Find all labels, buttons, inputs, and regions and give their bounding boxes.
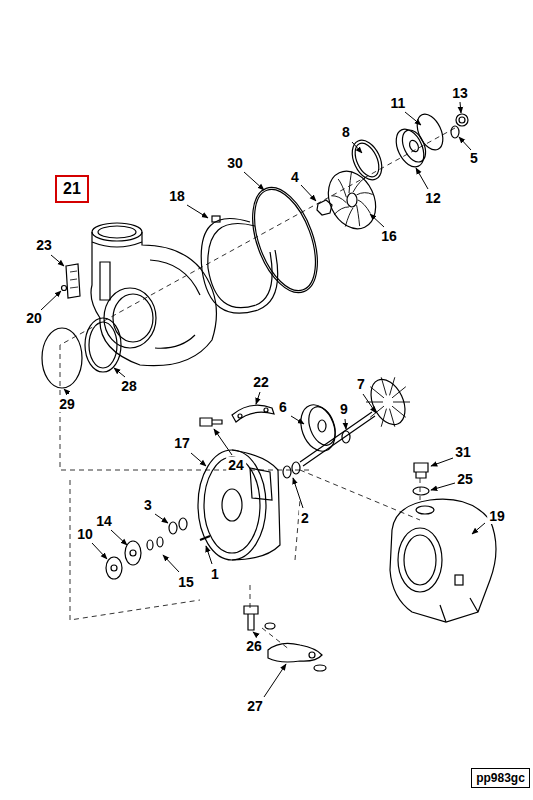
callout-number: 8	[340, 124, 352, 140]
pin	[200, 536, 210, 540]
callout-number: 1	[209, 566, 221, 582]
leader-line	[92, 543, 107, 559]
callout-number: 18	[167, 188, 187, 204]
turbine-housing	[390, 499, 496, 622]
leader-line	[155, 514, 168, 523]
o-ring	[412, 110, 448, 154]
highlighted-callout: 21	[55, 175, 89, 203]
compressor-wheel	[319, 164, 384, 237]
leader-line	[431, 458, 453, 466]
leader-line	[370, 214, 384, 227]
leader-line	[114, 368, 125, 377]
leader-lines	[41, 102, 485, 697]
journal-bearing	[283, 466, 291, 478]
callout-number: 7	[355, 376, 367, 392]
leader-line	[405, 112, 421, 125]
assembly-axis	[60, 128, 455, 650]
node-text: 21	[63, 181, 81, 197]
thrust-collar	[295, 400, 341, 456]
callout-number: 16	[379, 228, 399, 244]
leader-line	[293, 478, 303, 508]
callout-number: 19	[487, 508, 507, 524]
lock-plate	[232, 405, 274, 422]
name-plate	[66, 264, 80, 298]
leader-line	[301, 185, 316, 201]
callout-number: 15	[176, 574, 196, 590]
leader-line	[431, 483, 455, 490]
thrust-bearing	[125, 541, 141, 565]
plug	[414, 463, 428, 478]
leader-line	[214, 429, 232, 455]
leader-line	[111, 530, 127, 545]
screw	[200, 418, 222, 426]
node-text: pp983gc	[476, 772, 525, 784]
callout-number: 11	[389, 95, 408, 111]
ring	[85, 318, 121, 372]
figure-code-box: pp983gc	[471, 768, 530, 788]
callout-number: 5	[468, 150, 480, 166]
bearing-housing	[198, 450, 280, 560]
banjo-fitting	[268, 643, 322, 662]
leader-line	[472, 523, 485, 534]
callout-number: 10	[75, 526, 95, 542]
callout-number: 12	[423, 190, 443, 206]
leader-line	[191, 453, 206, 466]
leader-line	[352, 142, 362, 153]
callout-number: 14	[94, 513, 114, 529]
callout-number: 28	[119, 378, 139, 394]
leader-line	[459, 137, 471, 150]
callout-number: 22	[251, 374, 271, 390]
fitting	[244, 606, 258, 630]
callout-number: 27	[245, 698, 265, 714]
turbine-wheel-shaft	[300, 374, 412, 466]
leader-line	[416, 168, 428, 189]
leader-line	[187, 205, 208, 218]
seal-ring	[413, 487, 429, 495]
leader-line	[64, 389, 69, 394]
callout-number: 23	[34, 237, 54, 253]
piston-ring	[342, 431, 350, 443]
thrust-insert	[391, 125, 430, 171]
leader-line	[244, 172, 264, 190]
leader-line	[206, 546, 212, 564]
callout-number: 25	[455, 471, 475, 487]
leader-line	[363, 394, 376, 413]
callout-number: 17	[172, 435, 192, 451]
callout-number: 13	[450, 85, 470, 101]
callout-number: 26	[244, 638, 264, 654]
leader-line	[264, 664, 286, 697]
leader-line	[291, 416, 304, 424]
callout-number: 29	[57, 396, 77, 412]
o-ring	[240, 179, 330, 302]
thrust-washer	[106, 557, 122, 579]
callout-number: 20	[24, 310, 44, 326]
ring	[451, 126, 459, 138]
snap-ring	[42, 328, 82, 388]
callout-number: 4	[289, 169, 301, 185]
leader-line	[253, 632, 258, 636]
callout-number: 6	[277, 399, 289, 415]
leader-line	[345, 419, 346, 429]
leader-line	[41, 291, 61, 310]
leader-line	[51, 255, 64, 266]
leader-line	[256, 392, 260, 404]
compressor-housing	[91, 223, 216, 366]
ring	[147, 540, 153, 550]
retaining-ring	[346, 135, 387, 184]
callout-number: 9	[338, 401, 350, 417]
callout-number: 3	[142, 497, 154, 513]
callout-number: 31	[453, 444, 473, 460]
callout-number: 24	[226, 457, 246, 473]
leader-line	[460, 102, 461, 113]
screw	[62, 286, 67, 291]
oil-seal-sleeve	[456, 114, 468, 126]
bearing	[169, 522, 177, 534]
callout-number: 30	[225, 155, 245, 171]
callout-number: 2	[299, 510, 311, 526]
leader-line	[163, 555, 179, 572]
